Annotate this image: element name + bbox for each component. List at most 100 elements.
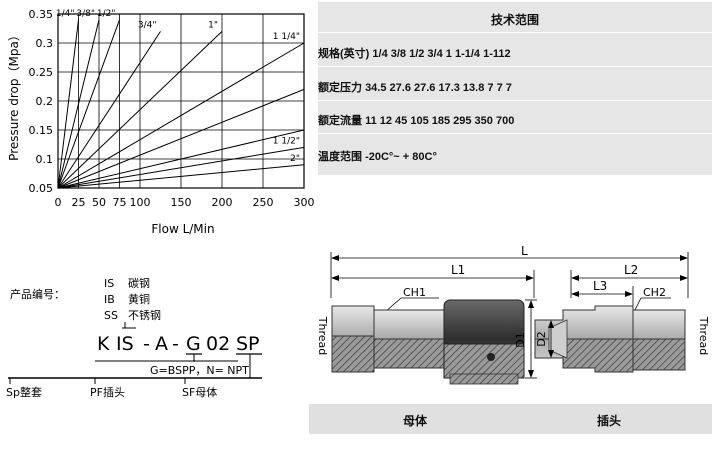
spec-label-temperature: 温度范围 xyxy=(318,151,362,163)
dim-label-l1: L1 xyxy=(451,263,465,277)
spec-row-size: 规格(英寸) 1/4 3/8 1/2 3/4 1 1-1/4 1-112 xyxy=(318,45,712,61)
code-part-k: K xyxy=(97,333,110,355)
spec-separator xyxy=(318,100,712,101)
leader-line xyxy=(634,297,642,311)
spec-row-temperature: 温度范围 -20C°~ + 80C° xyxy=(318,148,712,164)
chart-series-line xyxy=(57,88,305,189)
type-socket: SF母体 xyxy=(182,385,217,399)
dim-label-l: L xyxy=(521,244,528,258)
chart-series-line xyxy=(57,31,223,189)
chart-series-group xyxy=(57,19,305,189)
chart-series-line xyxy=(57,129,305,189)
chart-y-tick-label: 0.25 xyxy=(29,66,54,79)
code-part-dash: - xyxy=(143,333,150,355)
type-plug: PF插头 xyxy=(90,385,125,399)
chart-x-tick-label: 50 xyxy=(92,196,106,209)
chart-y-tick-label: 0.2 xyxy=(36,95,54,108)
chart-x-axis-label: Flow L/Min xyxy=(151,222,214,236)
product-code-title: 产品编号： xyxy=(10,287,65,301)
chart-x-tick-label: 250 xyxy=(253,196,274,209)
chart-y-axis-label: Pressure drop（Mpa） xyxy=(7,29,21,161)
chart-x-tick-label: 75 xyxy=(113,196,127,209)
type-full-set: Sp整套 xyxy=(6,385,42,399)
chart-y-tick-label: 0.05 xyxy=(29,182,54,195)
spec-value-flow: 11 12 45 105 185 295 350 700 xyxy=(365,115,515,127)
dim-arrow xyxy=(680,255,688,261)
spec-label-flow: 额定流量 xyxy=(318,115,362,127)
dim-arrow xyxy=(548,320,554,328)
chart-series-line xyxy=(57,19,79,189)
dim-arrow xyxy=(528,300,534,308)
chart-series-label: 1/4" xyxy=(56,9,75,19)
product-code-diagram: 产品编号： IS 碳钢 IB 黄铜 SS 不锈钢 K IS - A - G 02… xyxy=(6,276,262,399)
tech-spec-table: 技术范围 规格(英寸) 1/4 3/8 1/2 3/4 1 1-1/4 1-11… xyxy=(318,2,712,175)
chart-series-label: 2" xyxy=(290,154,300,164)
thread-note: G=BSPP，N= NPT xyxy=(150,364,249,377)
coupling-drawing: L L1 L2 L3 CH1 CH2 Thread Thread xyxy=(305,240,714,405)
drawing-caption-bar: 母体 插头 xyxy=(309,404,712,434)
chart-y-tick-label: 0.15 xyxy=(29,124,54,137)
dim-arrow xyxy=(331,275,339,281)
coupling-cross-section: L L1 L2 L3 CH1 CH2 Thread Thread xyxy=(316,244,710,385)
caption-socket: 母体 xyxy=(403,414,428,428)
dim-label-ch1: CH1 xyxy=(403,286,426,299)
chart-series-line xyxy=(57,164,305,189)
chart-series-label: 3/8" xyxy=(76,9,95,19)
material-name-ss: 不锈钢 xyxy=(128,309,161,322)
spec-value-pressure: 34.5 27.6 27.6 17.3 13.8 7 7 7 xyxy=(365,82,512,94)
chart-series-line xyxy=(57,19,100,189)
dim-arrow xyxy=(680,275,688,281)
chart-x-tick-label: 100 xyxy=(130,196,151,209)
dim-arrow xyxy=(571,275,579,281)
chart-series-line xyxy=(57,146,305,189)
chart-series-label: 1 1/2" xyxy=(273,136,300,146)
spec-label-pressure: 额定压力 xyxy=(318,82,362,94)
socket-body xyxy=(331,299,525,385)
thread-label-left: Thread xyxy=(316,316,329,355)
spec-table-header: 技术范围 xyxy=(490,13,539,27)
chart-series-label: 1 1/4" xyxy=(273,32,300,42)
chart-series-labels: 1/4"3/8"1/2"3/4"1"1 1/4"1 1/2"2" xyxy=(56,9,300,164)
dim-label-l2: L2 xyxy=(624,263,638,277)
spec-separator xyxy=(318,66,712,67)
spec-row-flow: 额定流量 11 12 45 105 185 295 350 700 xyxy=(318,112,712,128)
chart-x-tick-label: 150 xyxy=(171,196,192,209)
chart-y-tick-label: 0.3 xyxy=(36,37,54,50)
spec-row-pressure: 额定压力 34.5 27.6 27.6 17.3 13.8 7 7 7 xyxy=(318,79,712,95)
chart-series-label: 3/4" xyxy=(138,20,157,30)
thread-label-right: Thread xyxy=(697,316,710,355)
spec-value-size: 1/4 3/8 1/2 3/4 1 1-1/4 1-112 xyxy=(372,48,511,60)
spec-value-temperature: -20C°~ + 80C° xyxy=(365,151,437,163)
code-part-is: IS xyxy=(116,333,134,355)
dim-arrow xyxy=(571,291,579,297)
dim-arrow xyxy=(625,291,633,297)
chart-series-line xyxy=(57,31,161,189)
chart-x-tick-label: 25 xyxy=(72,196,86,209)
chart-series-line xyxy=(57,42,305,189)
dim-arrow xyxy=(331,255,339,261)
dim-label-d2: D2 xyxy=(535,331,548,346)
dim-label-d1: D1 xyxy=(514,332,527,347)
chart-y-tick-label: 0.1 xyxy=(36,153,54,166)
material-code-ib: IB xyxy=(104,293,115,306)
chart-x-tick-label: 200 xyxy=(212,196,233,209)
dim-label-l3: L3 xyxy=(593,279,607,293)
caption-plug: 插头 xyxy=(597,414,622,428)
plug-body xyxy=(534,305,686,373)
dim-label-ch2: CH2 xyxy=(643,286,666,299)
chart-grid xyxy=(57,13,305,189)
chart-x-tick-label: 300 xyxy=(294,196,315,209)
code-part-a: A xyxy=(155,333,168,355)
code-part-g: G xyxy=(186,333,201,355)
material-code-ss: SS xyxy=(104,309,118,322)
code-part-dash: - xyxy=(172,333,179,355)
chart-series-line xyxy=(57,19,120,189)
code-part-type: SP xyxy=(236,333,260,355)
material-name-is: 碳钢 xyxy=(128,276,150,290)
spec-separator xyxy=(318,32,712,33)
chart-y-tick-label: 0.35 xyxy=(29,8,54,21)
code-part-size: 02 xyxy=(206,333,230,355)
material-code-is: IS xyxy=(104,277,114,290)
